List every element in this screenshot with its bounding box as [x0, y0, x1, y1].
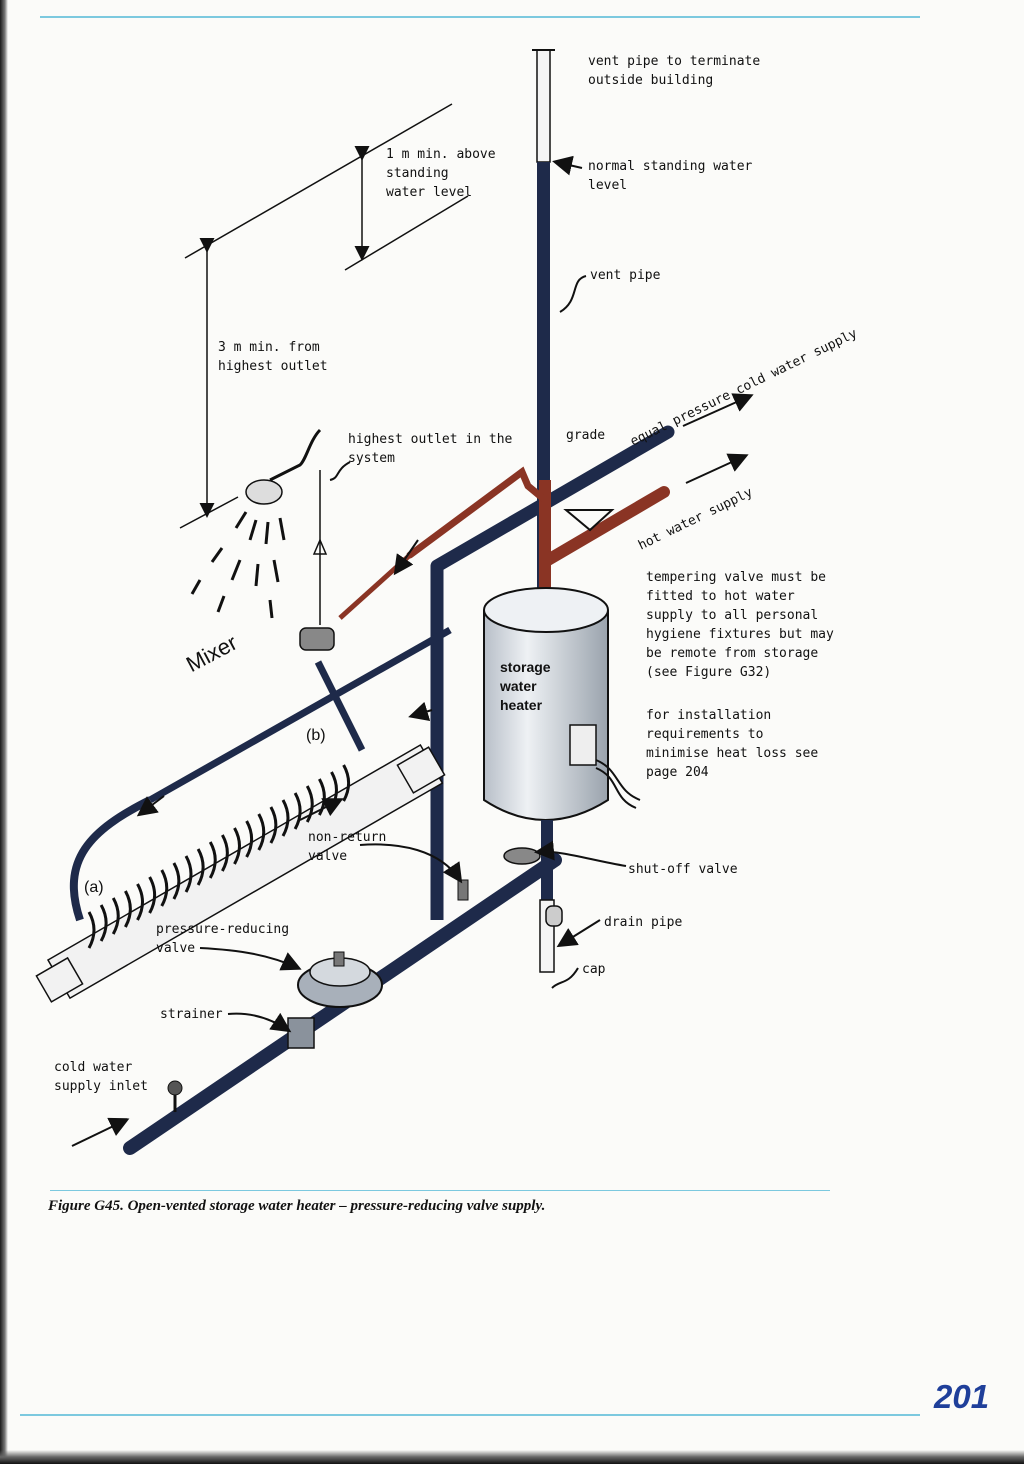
label-cold-inlet: cold water supply inlet	[54, 1060, 148, 1094]
heat-exchanger-rib	[160, 869, 169, 907]
label-one-m-min: 1 m min. above standing water level	[386, 147, 496, 200]
heat-exchanger-rib	[184, 855, 193, 893]
mixer-branch	[69, 626, 452, 922]
heat-exchanger-rib	[342, 764, 351, 802]
scan-edge-bottom	[0, 1450, 1024, 1464]
drain-pipe	[539, 820, 563, 973]
heat-exchanger	[35, 743, 446, 1003]
heat-exchanger-rib	[172, 862, 181, 900]
cold-supply-main	[430, 393, 754, 920]
heat-exchanger-rib	[257, 813, 266, 851]
heat-exchanger-rib	[111, 897, 120, 935]
label-grade: grade	[566, 428, 606, 443]
storage-water-heater	[483, 587, 641, 821]
top-rule	[40, 16, 920, 18]
heat-exchanger-rib	[136, 883, 144, 921]
heat-exchanger-rib	[281, 799, 290, 837]
heat-exchanger-rib	[148, 876, 157, 914]
hot-water-supply	[338, 453, 749, 620]
heat-exchanger-rib	[99, 904, 108, 942]
heat-exchanger-rib	[233, 827, 241, 865]
figure-caption: Figure G45. Open-vented storage water he…	[48, 1198, 546, 1214]
bottom-rule	[20, 1414, 920, 1416]
page-number: 201	[934, 1378, 990, 1415]
heat-exchanger-rib	[196, 848, 205, 886]
label-b: (b)	[306, 727, 326, 744]
scan-edge-left	[0, 0, 8, 1464]
label-drain-pipe: drain pipe	[604, 915, 683, 930]
heat-exchanger-rib	[318, 778, 326, 816]
caption-rule	[50, 1190, 830, 1191]
label-pressure-reducing: pressure-reducing valve	[156, 922, 290, 956]
label-installation: for installation requirements to minimis…	[646, 708, 819, 780]
dimension-lines	[179, 103, 469, 529]
label-standing-level: normal standing water level	[588, 159, 753, 193]
shower	[190, 428, 328, 625]
label-highest-outlet: highest outlet in the system	[348, 432, 513, 466]
label-strainer: strainer	[160, 1007, 223, 1022]
label-vent-terminate: vent pipe to terminate outside building	[588, 54, 761, 88]
heat-exchanger-rib	[245, 820, 254, 858]
heat-exchanger-rib	[221, 834, 229, 872]
label-storage-heater: storage water heater	[500, 659, 551, 713]
label-non-return: non-return valve	[308, 830, 387, 864]
label-cap: cap	[582, 962, 606, 977]
heat-exchanger-rib	[124, 890, 132, 928]
leader-lines	[199, 155, 627, 1033]
label-tempering: tempering valve must be fitted to hot wa…	[646, 570, 834, 680]
lower-supply-pipe	[71, 847, 562, 1155]
heat-exchanger-rib	[87, 911, 96, 949]
label-a: (a)	[84, 879, 104, 896]
heat-exchanger-rib	[208, 841, 217, 879]
label-three-m-min: 3 m min. from highest outlet	[218, 340, 328, 374]
label-shut-off: shut-off valve	[628, 862, 738, 877]
heat-exchanger-rib	[269, 806, 278, 844]
heat-exchanger-rib	[305, 785, 314, 823]
heat-exchanger-rib	[293, 792, 302, 830]
label-vent-pipe: vent pipe	[590, 268, 661, 283]
